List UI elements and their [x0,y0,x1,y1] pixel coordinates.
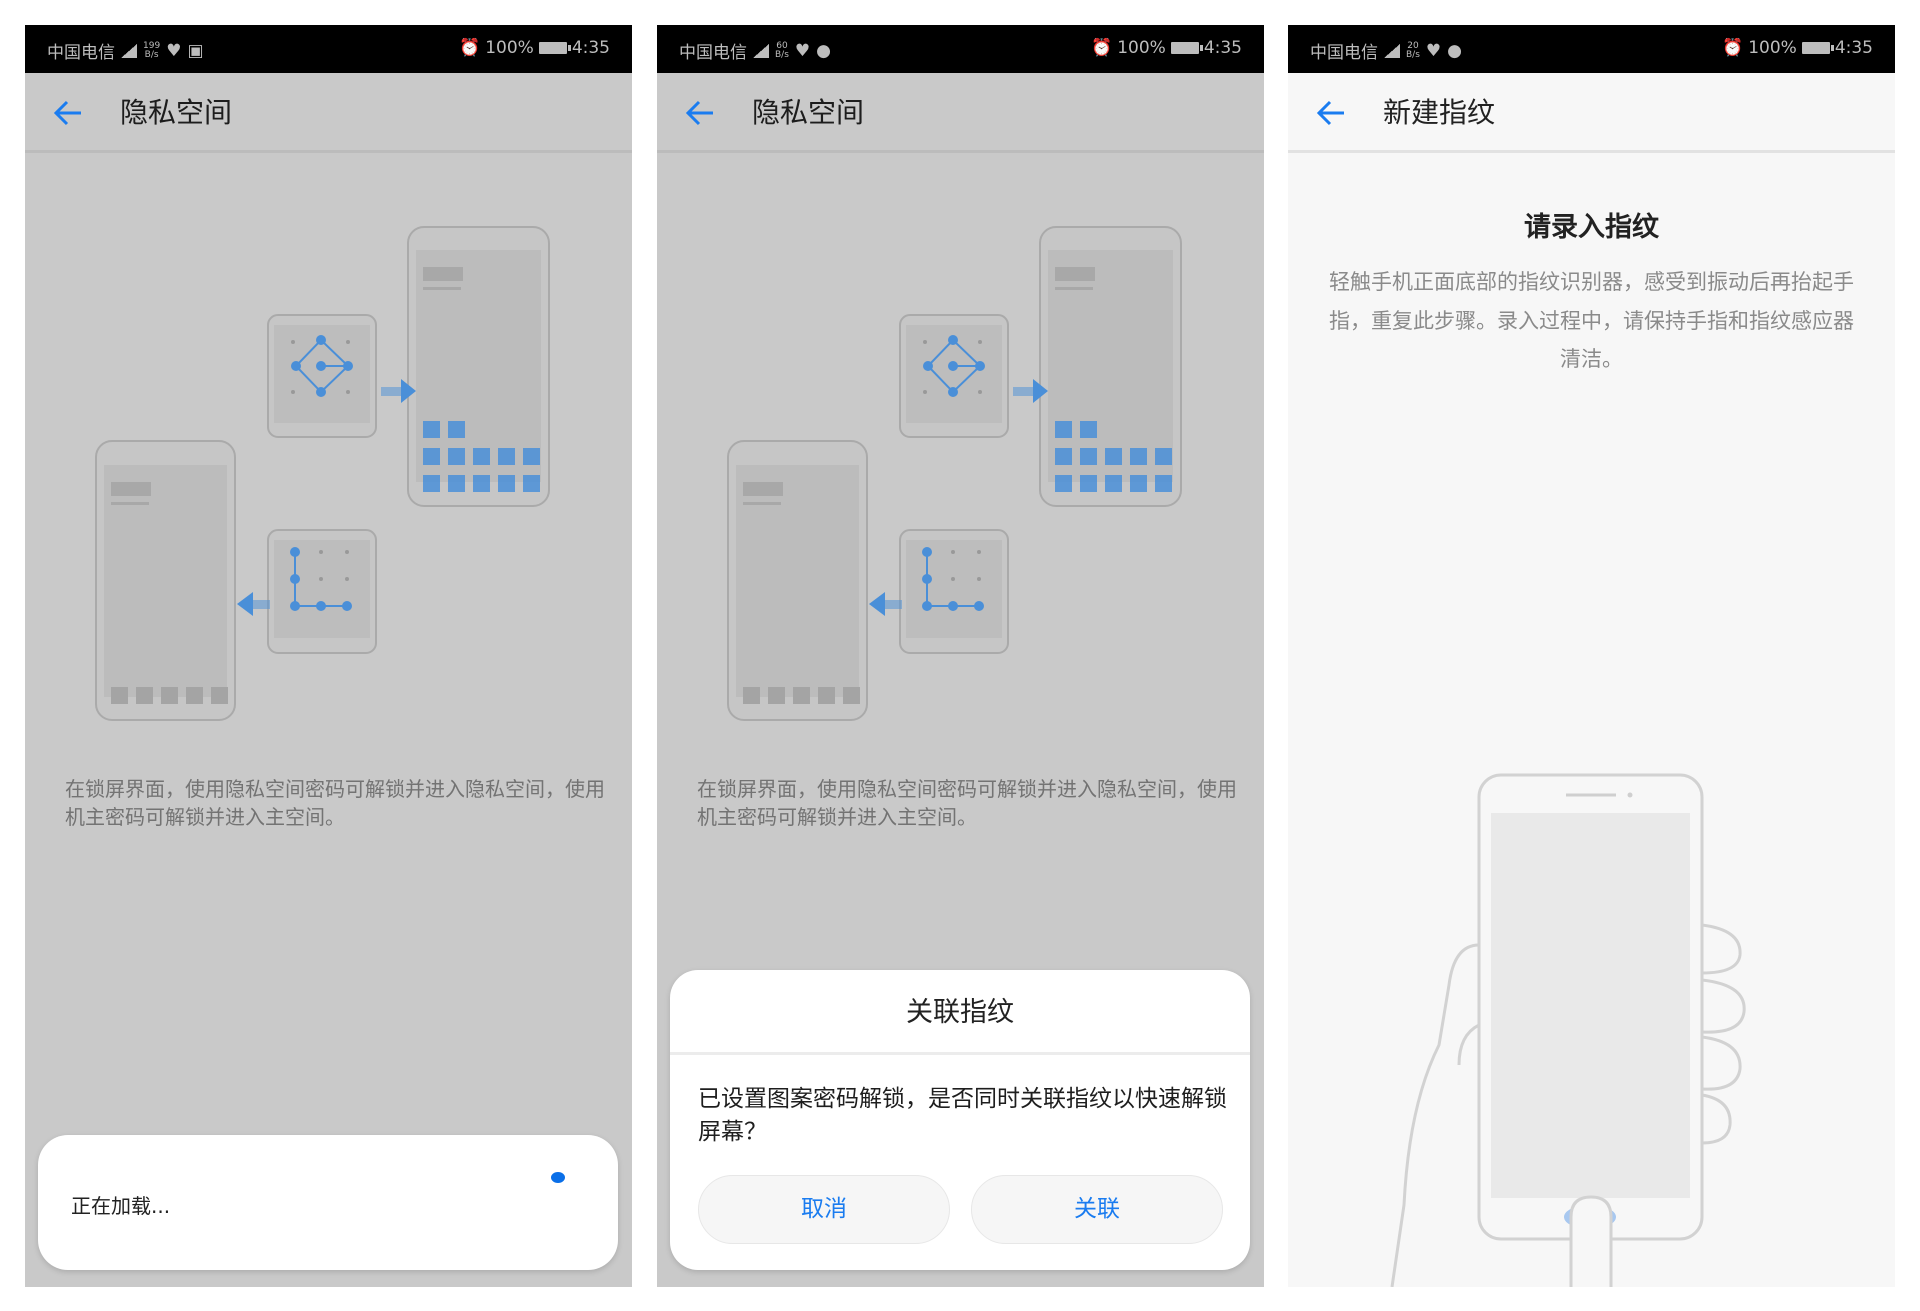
clock: 4:35 [1203,38,1242,58]
battery-icon [1170,42,1203,54]
arrow-right-icon [381,379,416,403]
private-space-illustration [727,226,1182,721]
alarm-icon: ⏰ [1091,38,1113,58]
alarm-icon: ⏰ [459,38,481,58]
arrow-left-icon[interactable] [1314,95,1350,131]
battery-icon [538,42,571,54]
battery-icon [1801,42,1834,54]
pattern-card-bottom [899,529,1009,654]
clock: 4:35 [571,38,610,58]
spinner-icon [551,1172,565,1183]
description-text: 在锁屏界面，使用隐私空间密码可解锁并进入隐私空间，使用机主密码可解锁并进入主空间… [65,777,605,829]
enroll-heading: 请录入指纹 [1524,212,1659,243]
page-title: 新建指纹 [1383,96,1496,129]
loading-dialog: 正在加载... [38,1135,618,1270]
main-phone [727,440,868,721]
arrow-left-icon[interactable] [51,95,87,131]
arrow-right-icon [1013,379,1048,403]
enroll-instructions: 轻触手机正面底部的指纹识别器，感受到振动后再抬起手指，重复此步骤。录入过程中，请… [1329,270,1854,371]
page-title: 隐私空间 [120,96,233,129]
image-icon: ▣ [187,40,204,61]
heart-icon: ♥ [166,40,182,61]
heart-icon: ♥ [1425,40,1442,61]
signal-icon [1384,43,1400,58]
link-fingerprint-dialog: 关联指纹 已设置图案密码解锁，是否同时关联指纹以快速解锁屏幕？ 取消 关联 [670,970,1250,1270]
battery-percent: 100% [1117,38,1166,58]
app-header: 隐私空间 [657,73,1264,153]
chat-bubble-icon: ● [1447,40,1462,61]
hand-holding-phone-illustration [1390,773,1746,1287]
private-phone [1039,226,1182,507]
pattern-card-top [267,314,377,438]
clock: 4:35 [1834,38,1873,58]
battery-percent: 100% [485,38,534,58]
chat-bubble-icon: ● [816,40,831,61]
private-space-illustration [95,226,550,721]
alarm-icon: ⏰ [1722,38,1744,58]
arrow-left-icon[interactable] [683,95,719,131]
app-header: 隐私空间 [25,73,632,153]
arrow-left-icon [237,592,270,616]
dialog-title: 关联指纹 [906,997,1014,1028]
cancel-button[interactable]: 取消 [698,1175,950,1244]
battery-percent: 100% [1748,38,1797,58]
arrow-left-icon [869,592,902,616]
description-text: 在锁屏界面，使用隐私空间密码可解锁并进入隐私空间，使用机主密码可解锁并进入主空间… [697,777,1237,829]
heart-icon: ♥ [794,40,811,61]
main-phone [95,440,236,721]
carrier-label: 中国电信 [1310,43,1378,63]
dialog-message: 已设置图案密码解锁，是否同时关联指纹以快速解锁屏幕？ [698,1086,1227,1145]
carrier-label: 中国电信 [47,43,115,63]
pattern-card-top [899,314,1009,438]
divider [670,1052,1250,1055]
pattern-card-bottom [267,529,377,654]
app-header: 新建指纹 [1288,73,1895,153]
link-button[interactable]: 关联 [971,1175,1223,1244]
carrier-label: 中国电信 [679,43,747,63]
private-phone [407,226,550,507]
page-title: 隐私空间 [752,96,865,129]
loading-text: 正在加载... [71,1194,171,1218]
